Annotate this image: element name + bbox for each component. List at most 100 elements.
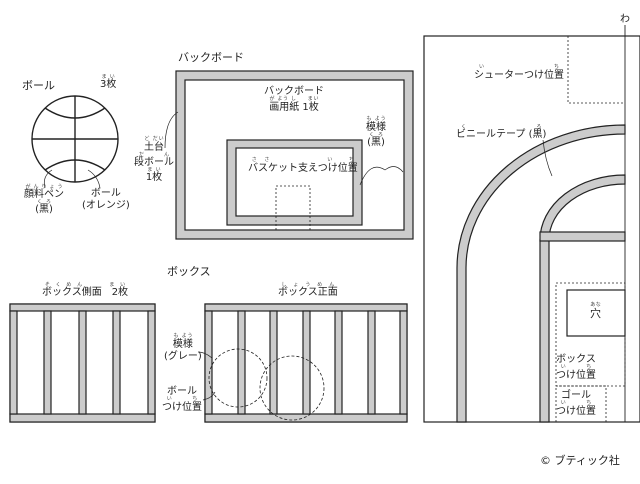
court-leaders — [542, 139, 553, 177]
box-title: ボックス — [167, 265, 211, 278]
box-side-top-band — [9, 303, 156, 312]
vinyl-tape-label: ビニールテープ (黒)くろ — [456, 124, 546, 141]
ball-pos-leader — [202, 391, 216, 401]
ball-position-circle — [208, 348, 268, 408]
support-label-text: バスケット支えつけ位置 — [248, 163, 358, 174]
box-side-bar — [43, 310, 52, 415]
backboard-label-line1: バックボード — [264, 86, 324, 97]
pattern-label-ruby: も よう — [366, 116, 386, 122]
box-front-label-ruby: しょうめん — [278, 282, 338, 288]
tape-inner-arc — [539, 174, 626, 423]
box-side-bar — [147, 310, 156, 415]
backboard-base-label: 土台ど だい 段ボールだん 1枚まい — [134, 136, 174, 184]
pattern-leader — [359, 166, 386, 186]
box-side-bar — [9, 310, 18, 415]
box-ball-pos-line2: つけ位置 — [162, 402, 202, 413]
tape-label-ruby: くろ — [456, 124, 547, 130]
basket-support-label: バスケット支えつけ位置ささ い ち — [248, 157, 358, 175]
ball-count-text: 3枚 — [100, 79, 117, 90]
tape-label-text: ビニールテープ (黒) — [456, 129, 547, 140]
box-pattern-ruby: も よう — [172, 333, 193, 339]
box-front-bar — [367, 310, 376, 415]
ball-color-text: (オレンジ) — [82, 199, 130, 211]
backboard-label-line2-ruby: が よう し まい — [269, 96, 319, 102]
pen-color-text: (黒) — [35, 204, 53, 215]
ball-pen-label: 顔料ペンがんりょう (黒)くろ — [24, 184, 64, 216]
support-label-ruby: ささ い ち — [248, 157, 358, 163]
pattern-color-text: (黒) — [367, 137, 385, 148]
hole — [566, 289, 626, 337]
hole-label-ruby: あな — [590, 302, 601, 308]
copyright-notice: © ブティック社 — [540, 454, 620, 467]
tape-lane-top — [539, 231, 626, 242]
backboard-pattern-inner — [235, 147, 354, 217]
ball-position-circle — [259, 355, 325, 421]
pen-label-ruby: がんりょう — [24, 184, 64, 190]
backboard-drawing — [175, 70, 414, 240]
box-leaders — [197, 351, 216, 401]
ball-orange-label: ボール (オレンジ) — [82, 188, 130, 211]
box-pos-line2: つけ位置 — [556, 370, 596, 381]
ball-label-text: ボール — [90, 188, 121, 199]
box-front-bar — [334, 310, 343, 415]
backboard-pattern-label: 模様も よう (黒)くろ — [366, 116, 386, 149]
pattern-label-text: 模様 — [366, 122, 386, 133]
box-front-drawing — [204, 303, 408, 423]
goal-pos-line2: つけ位置 — [556, 406, 596, 417]
box-front-bar — [302, 310, 311, 415]
box-pattern-leader — [197, 351, 213, 359]
goal-pos-line1: ゴール — [561, 390, 591, 401]
goal-position — [555, 385, 607, 423]
box-pos-ruby: い ち — [556, 364, 596, 370]
box-side-label-ruby: そくめん まい — [42, 282, 129, 288]
ball-leaders — [43, 169, 101, 189]
box-ball-pos-line1: ボール — [167, 386, 197, 397]
backboard-leaders — [164, 111, 404, 186]
cardboard-count-ruby: まい — [145, 167, 163, 173]
pattern-leader-2 — [384, 166, 404, 173]
box-side-bar — [78, 310, 87, 415]
box-position-label: ボックス つけ位置い ち — [556, 354, 596, 382]
box-front-bar — [399, 310, 408, 415]
box-pattern-label: 模様も よう (グレー) — [164, 333, 202, 362]
box-front-label: ボックス正面しょうめん — [278, 282, 338, 299]
box-pattern-color: (グレー) — [164, 350, 202, 362]
ball-color-leader — [87, 169, 101, 189]
box-front-bar — [237, 310, 246, 415]
goal-position-label: ゴール つけ位置い ち — [556, 390, 596, 418]
backboard-label-line2: 画用紙 1枚 — [269, 102, 319, 113]
box-pattern-text: 模様 — [172, 339, 193, 350]
cardboard-label-text: 段ボール — [134, 157, 174, 168]
box-side-label: ボックス側面 2枚そくめん まい — [42, 282, 128, 299]
box-ball-positions — [208, 348, 325, 421]
cardboard-label-ruby: だん — [134, 152, 174, 158]
box-side-label-text: ボックス側面 2枚 — [42, 287, 129, 298]
box-side-drawing — [9, 303, 156, 423]
pen-color-ruby: くろ — [35, 199, 53, 205]
ball-drawing — [31, 95, 119, 183]
goal-pos-ruby: い ち — [556, 400, 596, 406]
pen-label-text: 顔料ペン — [24, 189, 64, 200]
box-front-bottom-band — [204, 413, 408, 423]
base-label-text: 土台 — [144, 142, 164, 153]
backboard-paper-label: バックボード 画用紙 1枚が よう し まい — [252, 86, 336, 114]
shooter-position — [567, 36, 625, 104]
shooter-position-label: シューターつけ位置い ち — [474, 64, 564, 82]
box-side-bottom-band — [9, 413, 156, 423]
shooter-label-ruby: い ち — [474, 64, 564, 70]
hole-label-text: 穴 — [590, 307, 601, 320]
ball-seam-top — [44, 107, 106, 119]
court-drawing — [423, 25, 640, 423]
box-side-bar — [112, 310, 121, 415]
base-leader — [164, 111, 179, 149]
ball-count: 3枚まい — [100, 74, 116, 91]
pen-leader — [43, 169, 53, 189]
tape-leader — [542, 139, 553, 177]
box-front-bar — [269, 310, 278, 415]
court-top-mark: わ — [620, 14, 630, 25]
backboard-title: バックボード — [178, 51, 244, 64]
ball-count-ruby: まい — [100, 74, 117, 80]
ball-title: ボール — [22, 79, 55, 92]
